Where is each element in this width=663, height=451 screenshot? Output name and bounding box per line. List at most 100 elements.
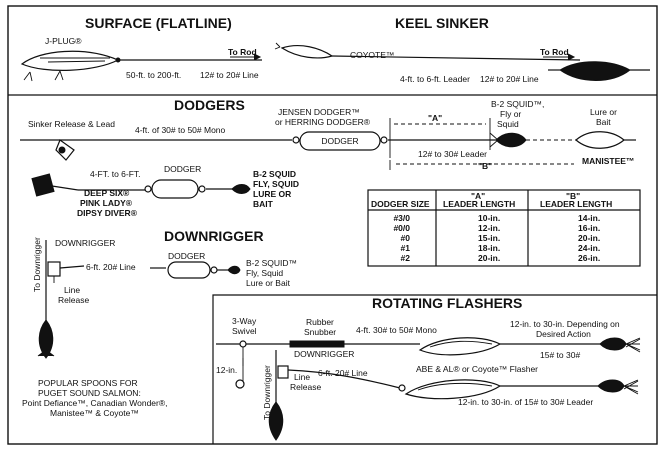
- keel-lure-label: COYOTE™: [350, 50, 394, 60]
- flasher-leader-top: 15# to 30#: [540, 350, 580, 360]
- flasher-to-downrigger: To Downrigger: [262, 365, 272, 420]
- downrigger-release: [47, 261, 61, 283]
- table-header-a-mark: "A": [471, 191, 485, 201]
- lure-label-2: Bait: [596, 117, 611, 127]
- manistee-label: MANISTEE™: [582, 156, 634, 166]
- keel-title: KEEL SINKER: [395, 15, 489, 31]
- table-cell-b: 20-in.: [578, 233, 600, 243]
- diver-dodger-label: DODGER: [164, 164, 201, 174]
- spoons-line-3: Point Defiance™, Canadian Wonder®,: [22, 398, 168, 408]
- leader-length-table: [367, 189, 641, 267]
- downrigger-release-1: Line: [64, 285, 80, 295]
- snubber-label-1: Rubber: [306, 317, 334, 327]
- table-cell-b: 24-in.: [578, 243, 600, 253]
- diver: [31, 173, 79, 197]
- manistee-lure: [575, 131, 636, 149]
- table-header-size: DODGER SIZE: [371, 199, 430, 209]
- squid-label-3: Squid: [497, 119, 519, 129]
- top-flasher: [418, 337, 502, 356]
- dodgers-leader-label: 12# to 30# Leader: [418, 149, 487, 159]
- bottom-flasher: [398, 379, 502, 400]
- downrigger-title: DOWNRIGGER: [164, 228, 264, 244]
- dim-b-label: "B": [478, 161, 492, 171]
- table-cell-b: 26-in.: [578, 253, 600, 263]
- keel-line-label: 12# to 20# Line: [480, 74, 539, 84]
- diver-bait-3: LURE OR: [253, 189, 291, 199]
- flasher-line-label: 6-ft. 20# Line: [318, 368, 368, 378]
- table-header-b-mark: "B": [566, 191, 580, 201]
- jensen-label-2: or HERRING DODGER®: [275, 117, 371, 127]
- table-cell-b: 14-in.: [578, 213, 600, 223]
- dodgers-mono-label: 4-ft. of 30# to 50# Mono: [135, 125, 226, 135]
- keel-to-rod: To Rod: [540, 47, 569, 57]
- downrigger-to-label: To Downrigger: [32, 237, 42, 292]
- downrigger-bait-3: Lure or Bait: [246, 278, 291, 288]
- spoons-line-4: Manistee™ & Coyote™: [50, 408, 139, 418]
- dim-a-label: "A": [428, 113, 442, 123]
- b2-squid: [489, 132, 527, 148]
- squid-label-2: Fly or: [500, 109, 521, 119]
- coyote-spoon: [274, 42, 334, 59]
- flasher-downrigger-label: DOWNRIGGER: [294, 349, 354, 359]
- table-cell-a: 18-in.: [478, 243, 500, 253]
- flasher-downrigger-weight: [268, 401, 284, 441]
- table-header-b: LEADER LENGTH: [540, 199, 612, 209]
- keel-line: [331, 55, 581, 61]
- keel-leader: 4-ft. to 6-ft. Leader: [400, 74, 470, 84]
- top-squid: [599, 337, 641, 353]
- jensen-dodger: [292, 131, 388, 151]
- j-plug-lure: [20, 50, 121, 82]
- swivel-label-2: Swivel: [232, 326, 257, 336]
- squid-label-1: B-2 SQUID™,: [491, 99, 544, 109]
- downrigger-bait-1: B-2 SQUID™: [246, 258, 297, 268]
- table-cell-size: #2: [401, 253, 411, 263]
- surface-line-label: 12# to 20# Line: [200, 70, 259, 80]
- table-cell-size: #3/0: [393, 213, 410, 223]
- flasher-action-1: 12-in. to 30-in. Depending on: [510, 319, 620, 329]
- surface-distance: 50-ft. to 200-ft.: [126, 70, 181, 80]
- table-row: #2 20-in. 26-in.: [401, 253, 601, 263]
- snubber-label-2: Snubber: [304, 327, 336, 337]
- downrigger-release-2: Release: [58, 295, 89, 305]
- flasher-action-2: Desired Action: [536, 329, 591, 339]
- flasher-mono-label: 4-ft. 30# to 50# Mono: [356, 325, 437, 335]
- diver-squid: [231, 184, 251, 194]
- jensen-label-1: JENSEN DODGER™: [278, 107, 360, 117]
- flasher-leader-bottom: 12-in. to 30-in. of 15# to 30# Leader: [458, 397, 593, 407]
- rubber-snubber: [289, 340, 345, 348]
- lure-label-1: Lure or: [590, 107, 617, 117]
- sinker-release: [20, 139, 75, 161]
- flasher-release-1: Line: [294, 372, 310, 382]
- diver-bait-4: BAIT: [253, 199, 274, 209]
- spoons-line-2: PUGET SOUND SALMON:: [38, 388, 141, 398]
- table-cell-size: #0: [401, 233, 411, 243]
- table-cell-b: 16-in.: [578, 223, 600, 233]
- dodgers-title: DODGERS: [174, 97, 245, 113]
- downrigger-line-label: 6-ft. 20# Line: [86, 262, 136, 272]
- drop-weight: [235, 379, 245, 389]
- diver-bait-2: FLY, SQUID: [253, 179, 299, 189]
- flasher-name-label: ABE & AL® or Coyote™ Flasher: [416, 364, 538, 374]
- table-cell-size: #0/0: [393, 223, 410, 233]
- divider-flashers: [212, 294, 657, 444]
- surface-lure-label: J-PLUG®: [45, 36, 82, 46]
- table-cell-a: 20-in.: [478, 253, 500, 263]
- keel-sinker: [548, 61, 650, 81]
- downrigger-dodger: [167, 261, 218, 279]
- downrigger-weight: [37, 319, 55, 359]
- flasher-release-2: Release: [290, 382, 321, 392]
- downrigger-bait-2: Fly, Squid: [246, 268, 283, 278]
- table-row: #0 15-in. 20-in.: [401, 233, 601, 243]
- downrigger-dodger-label: DODGER: [168, 251, 205, 261]
- table-cell-a: 15-in.: [478, 233, 500, 243]
- spoons-line-1: POPULAR SPOONS FOR: [38, 378, 138, 388]
- downrigger-label: DOWNRIGGER: [55, 238, 115, 248]
- outer-frame: [7, 5, 658, 445]
- jensen-dodger-label: DODGER: [321, 136, 358, 146]
- diver-name-1: DEEP SIX®: [84, 188, 130, 198]
- surface-to-rod: To Rod: [228, 47, 257, 57]
